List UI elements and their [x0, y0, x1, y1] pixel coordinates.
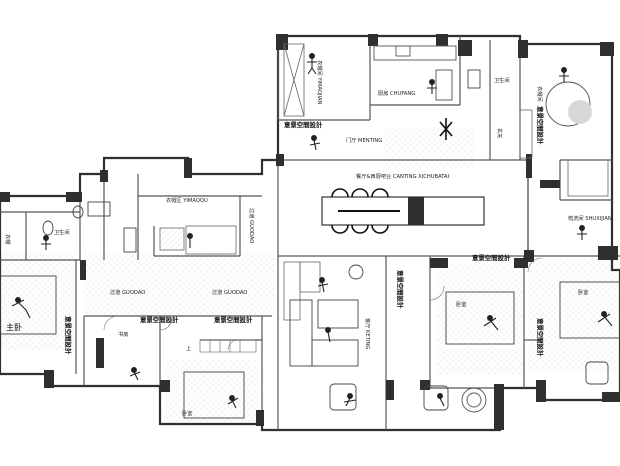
label-zhuwo: 主卧 — [6, 322, 22, 332]
brand-stamp: 意景空間設計 — [536, 318, 545, 357]
brand-stamp: 意景空間設計 — [472, 253, 511, 262]
toilet-icon — [42, 69, 481, 236]
kitchen-counter — [373, 45, 457, 101]
stairs — [199, 339, 257, 353]
brand-stamp: 意景空間設計 — [64, 316, 73, 355]
brand-stamps: 意景空間設計 意景空間設計 意景空間設計 意景空間設計 意景空間設計 意景空間設… — [64, 106, 545, 357]
label-woshi-right: 卧室 — [578, 288, 588, 296]
bed-icon — [0, 275, 620, 419]
door-swings — [103, 257, 543, 351]
label-woshi-bottom: 卧室 — [182, 409, 192, 417]
label-canting: 餐厅&西厨吧台 CANTING XICHUBATAI — [356, 172, 450, 180]
label-weishengjian-top: 卫生间 — [494, 76, 510, 84]
label-yimaojian-top: 衣帽间 YIMAOJIAN — [316, 60, 324, 105]
label-guodao-left: 过道 GUODAO — [110, 288, 145, 296]
dining-table-icon — [321, 188, 485, 234]
brand-stamp: 意景空間設計 — [284, 120, 323, 129]
brand-stamp: 意景空間設計 — [536, 106, 545, 145]
wall-blocks — [0, 34, 620, 430]
label-yimaoqu: 衣帽区 YIMAOQU — [166, 196, 208, 204]
round-table — [461, 81, 592, 413]
interior-walls — [0, 36, 620, 430]
label-yimao-left: 衣帽 — [4, 234, 12, 244]
label-xishoujian: 梳洗间 SHUXIJIAN — [568, 214, 612, 222]
room-labels: 衣帽间 YIMAOJIAN 厨房 CHUFANG 卫生间 衣帽间 门厅 MENT… — [4, 60, 612, 417]
label-weishengjian-left: 卫生间 — [54, 228, 70, 236]
label-chufang: 厨房 CHUFANG — [378, 89, 415, 97]
label-shufang: 书房 — [118, 330, 128, 338]
label-menting: 门厅 MENTING — [346, 136, 382, 144]
label-woshi-center: 卧室 — [456, 300, 466, 308]
person-figure-icon — [11, 53, 613, 409]
label-yimaojian-right: 衣帽间 — [536, 86, 544, 102]
label-guodao-mid: 过道 GUODAO — [212, 288, 247, 296]
label-keting: 客厅 KETING — [364, 318, 372, 349]
built-in-cabinets — [159, 43, 609, 321]
north-compass-icon — [439, 118, 453, 140]
armchair-icon — [329, 361, 609, 411]
brand-stamp: 意景空間設計 — [396, 270, 405, 309]
sofa-icon — [289, 264, 364, 367]
brand-stamp: 意景空間設計 — [214, 315, 253, 324]
walls — [0, 34, 620, 432]
sink-icon — [87, 201, 137, 253]
brand-stamp: 意景空間設計 — [140, 315, 179, 324]
label-shang: 上 — [186, 344, 191, 352]
label-xuanguan: 玄关 — [496, 128, 504, 138]
floor-hatch-areas — [0, 128, 618, 422]
label-guodao-vertical: 过道 GUODAO — [248, 208, 256, 243]
